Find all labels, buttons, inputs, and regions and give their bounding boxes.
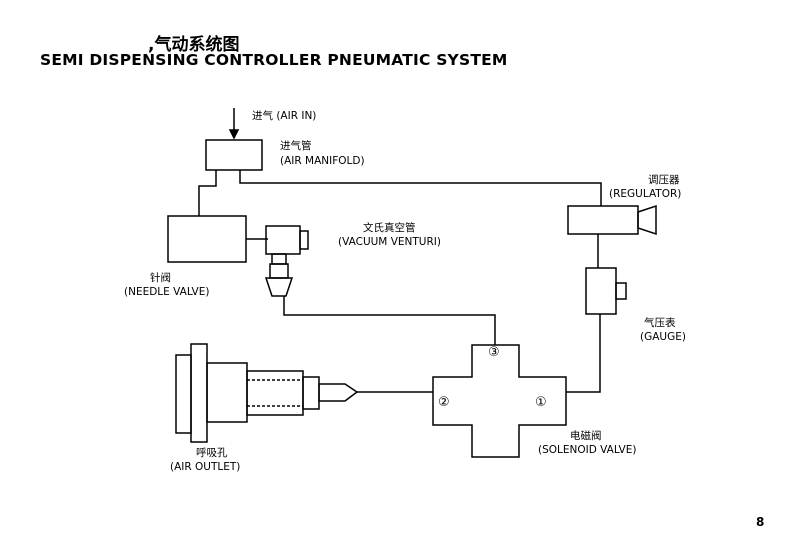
gauge <box>585 267 627 315</box>
air-outlet-label-cn: 呼吸孔 <box>196 447 228 459</box>
title-chinese: ,气动系统图 <box>148 35 240 55</box>
port-1-marker: ① <box>535 395 547 410</box>
air-outlet-label-en: (AIR OUTLET) <box>170 461 241 473</box>
needle-valve-box <box>167 215 247 263</box>
regulator-label-en: (REGULATOR) <box>609 188 682 200</box>
solenoid-valve-body <box>432 344 567 458</box>
air-manifold-label-cn: 进气管 <box>280 140 312 152</box>
title-english: SEMI DISPENSING CONTROLLER PNEUMATIC SYS… <box>40 51 508 69</box>
port-3-marker: ③ <box>488 345 500 360</box>
air-in-label: 进气 (AIR IN) <box>252 110 317 122</box>
regulator <box>567 204 657 236</box>
air-manifold-box <box>205 139 263 171</box>
gauge-to-port1-pipe <box>566 314 601 393</box>
regulator-label-cn: 调压器 <box>648 174 680 186</box>
port-2-marker: ② <box>438 395 450 410</box>
venturi-to-port3-pipe <box>283 296 496 345</box>
gauge-label-cn: 气压表 <box>644 317 676 329</box>
needle-valve-label-en: (NEEDLE VALVE) <box>124 286 210 298</box>
manifold-pipes <box>198 170 602 216</box>
air-in-arrow <box>228 108 240 140</box>
gauge-label-en: (GAUGE) <box>640 331 686 343</box>
venturi-label-en: (VACUUM VENTURI) <box>338 236 441 248</box>
air-manifold-label-en: (AIR MANIFOLD) <box>280 155 365 167</box>
solenoid-label-en: (SOLENOID VALVE) <box>538 444 637 456</box>
air-outlet-assembly <box>175 343 359 443</box>
needle-valve-label-cn: 针阀 <box>150 272 171 284</box>
vacuum-venturi <box>264 225 309 297</box>
venturi-label-cn: 文氏真空管 <box>363 222 416 234</box>
solenoid-label-cn: 电磁阀 <box>570 430 602 442</box>
page-number: 8 <box>756 515 765 529</box>
